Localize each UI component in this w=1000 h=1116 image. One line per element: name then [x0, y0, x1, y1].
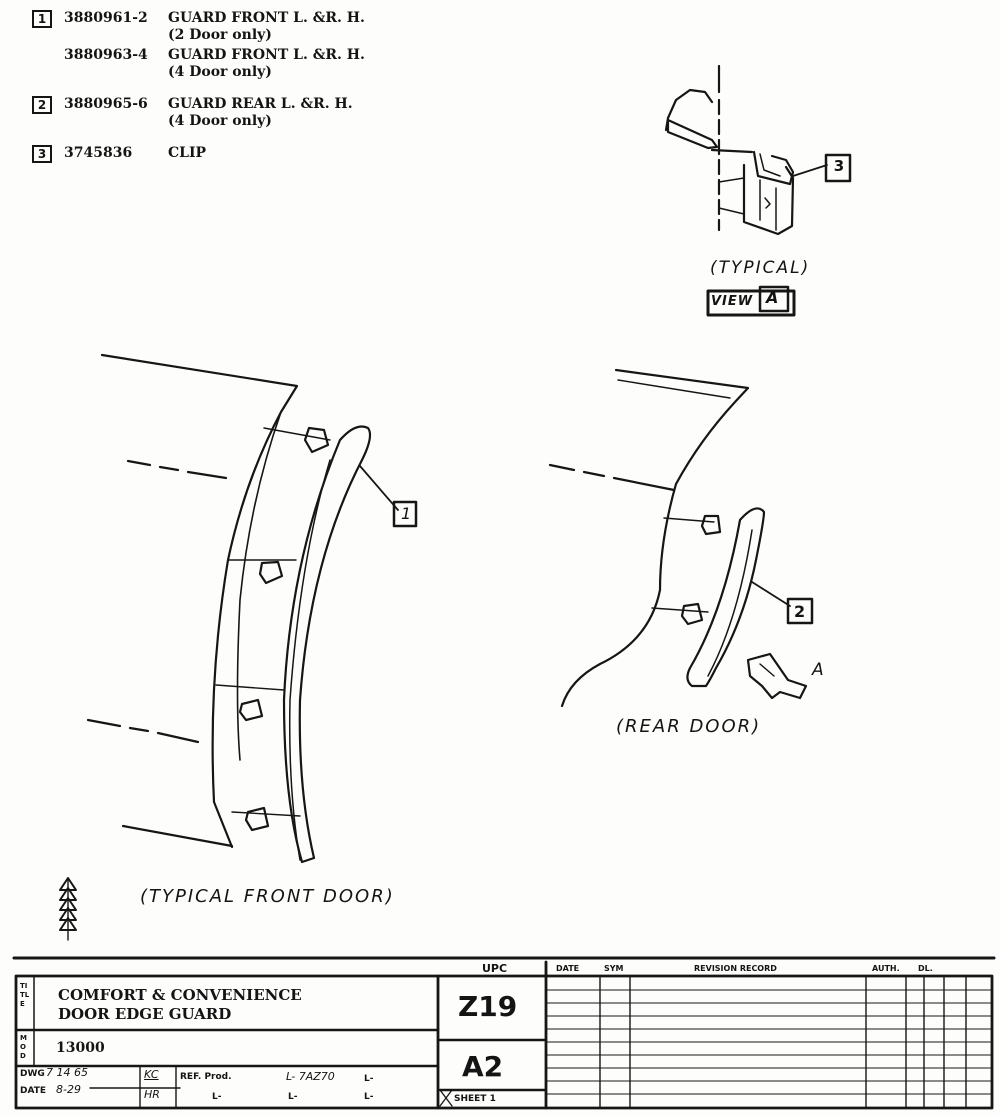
typical-label: (TYPICAL) [710, 258, 811, 278]
l-code-3: L- [288, 1092, 298, 1102]
part-note: (4 Door only) [168, 113, 272, 129]
part-description: GUARD REAR L. &R. H. [168, 96, 353, 112]
drawing-title-line1: COMFORT & CONVENIENCE [58, 986, 302, 1004]
l-code-2: L- [364, 1074, 374, 1084]
rev-header-date: DATE [556, 964, 580, 973]
view-label-box [706, 289, 796, 317]
view-letter-box [758, 285, 790, 313]
model-number: 13000 [56, 1040, 105, 1056]
front-guard-callout-box [392, 500, 418, 528]
part-number: 3745836 [64, 145, 133, 161]
view-label: VIEW [711, 294, 754, 309]
rear-guard-callout-box [786, 597, 814, 625]
dwg-label: DWG [20, 1069, 45, 1079]
checked-by-initials: HR [144, 1088, 160, 1101]
rear-door-drawing [548, 368, 808, 708]
date-label: DATE [20, 1086, 47, 1096]
ref-label: REF. Prod. [180, 1072, 232, 1082]
sheet-code: A2 [462, 1050, 504, 1083]
date-value: 8-29 [56, 1083, 81, 1096]
item-callout-box: 2 [32, 96, 52, 114]
sheet-label: SHEET 1 [454, 1094, 496, 1104]
model-side-label: MOD [20, 1034, 27, 1060]
rev-header-dl: DL. [918, 964, 933, 973]
part-number: 3880963-4 [64, 47, 148, 63]
clip-detail-view [664, 64, 828, 236]
clip-callout-number: 3 [833, 157, 845, 175]
stacked-triangles-icon [59, 877, 77, 941]
rev-header-auth: AUTH. [872, 964, 900, 973]
item-callout-box: 1 [32, 10, 52, 28]
view-letter: A [766, 288, 781, 307]
l-code-4: L- [364, 1092, 374, 1102]
drawn-by-initials: KC [144, 1068, 159, 1081]
rear-door-caption: (REAR DOOR) [616, 716, 762, 737]
part-note: (4 Door only) [168, 64, 272, 80]
part-number: 3880965-6 [64, 96, 148, 112]
rev-header-sym: SYM [604, 964, 624, 973]
front-door-drawing [86, 353, 399, 864]
upc-code: Z19 [458, 990, 518, 1023]
front-door-caption: (TYPICAL FRONT DOOR) [140, 886, 395, 907]
item-callout-box: 3 [32, 145, 52, 163]
rev-header-record: REVISION RECORD [694, 964, 777, 973]
rear-guard-callout-number: 2 [794, 602, 808, 621]
part-description: GUARD FRONT L. &R. H. [168, 10, 365, 26]
title-block-frame [12, 956, 996, 1110]
ref-value: L- [212, 1092, 222, 1102]
dwg-value: 7 14 65 [46, 1066, 88, 1079]
clip-callout-box [824, 153, 852, 183]
l-code: L- 7AZ70 [286, 1070, 335, 1083]
drawing-title-line2: DOOR EDGE GUARD [58, 1005, 232, 1023]
part-note: (2 Door only) [168, 27, 272, 43]
front-guard-callout-number: 1 [401, 504, 414, 523]
part-number: 3880961-2 [64, 10, 148, 26]
upc-header: UPC [482, 962, 508, 975]
part-description: CLIP [168, 145, 207, 161]
part-description: GUARD FRONT L. &R. H. [168, 47, 365, 63]
view-reference-letter: A [812, 660, 826, 680]
title-side-label: TITLE [20, 982, 30, 1008]
